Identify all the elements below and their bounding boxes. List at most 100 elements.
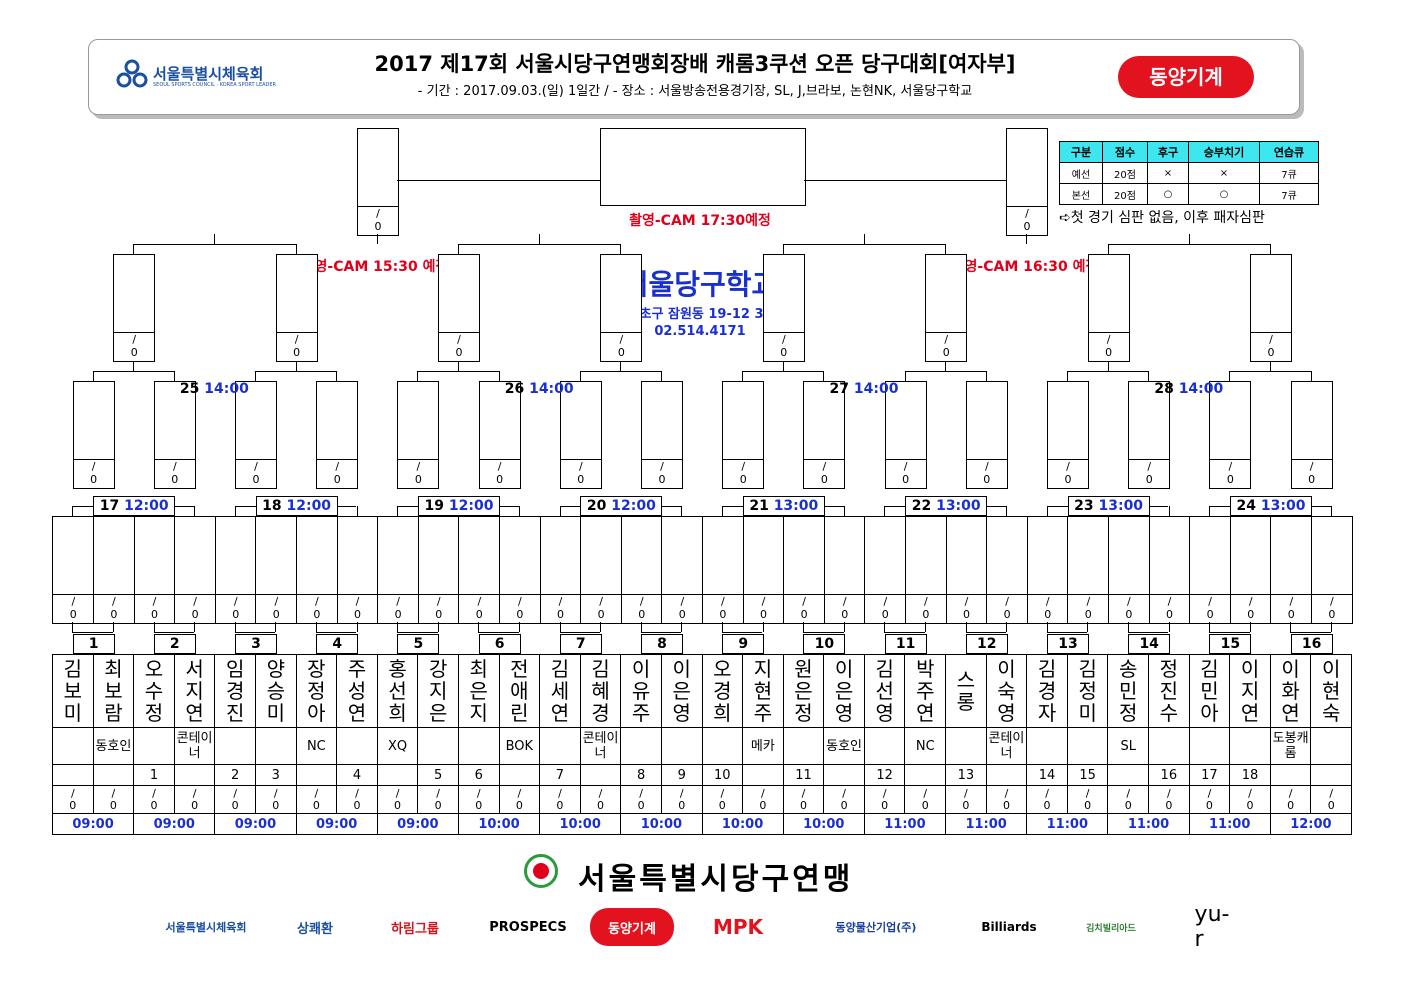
player-score: / 0 [823, 785, 865, 814]
final-score-box [600, 128, 806, 206]
player-name-cell: 전애린 [498, 654, 541, 728]
r32-score-box: / 0 [417, 516, 460, 624]
score-slot: / 0 [1311, 594, 1352, 623]
player-name-cell: 김정미 [1066, 654, 1109, 728]
bracket-line [1148, 371, 1150, 381]
player-order [52, 764, 94, 786]
score-slot: / 0 [966, 459, 1007, 488]
score-slot: / 0 [560, 459, 601, 488]
score-slot: / 0 [1129, 459, 1170, 488]
player-order [742, 764, 784, 786]
bracket-line [518, 622, 520, 632]
score-slot: / 0 [215, 594, 256, 623]
qf-match-label: 26 14:00 [479, 381, 599, 397]
r16-match-label: 21 13:00 [742, 496, 825, 516]
player-order [985, 764, 1028, 786]
score-slot: / 0 [723, 459, 764, 488]
score-slot: / 0 [93, 594, 134, 623]
qf-match-number: 27 [829, 381, 850, 397]
bracket-line [1127, 622, 1129, 632]
player-name: 송민정 [1119, 657, 1138, 725]
logo-left-text: 서울특별시체육회 [153, 65, 264, 83]
r32-score-box: / 0 [1270, 516, 1313, 624]
score-slot: / 0 [1251, 332, 1291, 361]
player-order: 7 [539, 764, 581, 786]
r16-match-number: 24 [1236, 498, 1257, 514]
player-name: 김보미 [63, 657, 82, 725]
qf-score-box: / 0 [113, 254, 156, 362]
player-score: / 0 [52, 785, 94, 814]
bracket-line [72, 506, 74, 516]
r16-score-box: / 0 [235, 381, 277, 489]
r16-match-number: 17 [99, 498, 120, 514]
player-name-cell: 오수정 [133, 654, 175, 728]
bracket-line [133, 244, 135, 254]
player-club [660, 727, 703, 765]
sponsor-logo: 서울특별시체육회 [165, 921, 247, 934]
match-time: 10:00 [782, 813, 865, 835]
player-name: 임경진 [225, 657, 245, 725]
score-slot: / 0 [1271, 594, 1312, 623]
player-name: 김선영 [875, 657, 894, 725]
player-name: 김경자 [1037, 657, 1057, 725]
bracket-line [498, 371, 500, 381]
r32-score-box: / 0 [1026, 516, 1069, 624]
footer-org: 서울특별시당구연맹 [520, 852, 920, 897]
player-score: / 0 [92, 785, 135, 814]
qf-match-label: 28 14:00 [1129, 381, 1249, 397]
player-scores-row: / 0/ 0/ 0/ 0/ 0/ 0/ 0/ 0/ 0/ 0/ 0/ 0/ 0/… [52, 785, 1352, 814]
match-time: 11:00 [945, 813, 1028, 835]
bracket-line [275, 622, 277, 632]
r32-score-box: / 0 [580, 516, 623, 624]
r32-score-box: / 0 [92, 516, 135, 624]
score-slot: / 0 [621, 594, 662, 623]
venue-name: 서울당구학교 [622, 268, 778, 301]
player-club [417, 727, 459, 765]
player-name: 양승미 [266, 657, 285, 725]
r32-score-box: / 0 [498, 516, 541, 624]
player-name-cell: 최은지 [457, 654, 500, 728]
player-club: BOK [498, 727, 541, 765]
player-score: / 0 [376, 785, 419, 814]
footer-org-name: 서울특별시당구연맹 [578, 862, 854, 897]
bracket-line [397, 506, 438, 507]
r32-score-box: / 0 [539, 516, 582, 624]
bracket-line [721, 632, 763, 633]
score-slot: / 0 [702, 594, 743, 623]
player-score: / 0 [295, 785, 338, 814]
score-slot: / 0 [1068, 594, 1109, 623]
bracket-line [234, 506, 276, 507]
r16-score-box: / 0 [153, 381, 196, 489]
bracket-line [965, 632, 1007, 633]
rules-header-cell: 연습큐 [1259, 141, 1319, 163]
score-slot: / 0 [1108, 594, 1149, 623]
r16-match-time: 13:00 [773, 498, 819, 514]
bracket-line [397, 632, 438, 633]
player-score: / 0 [579, 785, 622, 814]
bracket-line [458, 244, 621, 245]
qf-match-number: 25 [179, 381, 200, 397]
score-slot: / 0 [987, 594, 1028, 623]
player-name: 김민아 [1200, 657, 1219, 725]
score-slot: / 0 [459, 594, 500, 623]
qf-score-box: / 0 [275, 254, 318, 362]
bracket-line [782, 244, 784, 254]
dongyang-logo: 동양기계 [1118, 56, 1254, 98]
player-name-cell: 서지연 [173, 654, 216, 728]
sponsor-logo: MPK [712, 915, 764, 939]
score-slot: / 0 [256, 594, 297, 623]
r32-score-box: / 0 [133, 516, 176, 624]
score-slot: / 0 [905, 594, 946, 623]
r16-score-box: / 0 [316, 381, 359, 489]
bracket-line [1168, 622, 1170, 632]
qf-score-box: / 0 [438, 254, 480, 362]
bracket-line [762, 622, 764, 632]
player-name-cell: 이유주 [620, 654, 662, 728]
sf-score-box: / 0 [357, 128, 399, 236]
player-score: / 0 [782, 785, 825, 814]
player-order [1310, 764, 1352, 786]
player-name-cell: 스롱 [945, 654, 987, 728]
score-slot: / 0 [439, 332, 479, 361]
logo-left-subtext: SEOUL SPORTS COUNCIL · KOREA SPORT LEADE… [153, 82, 277, 88]
